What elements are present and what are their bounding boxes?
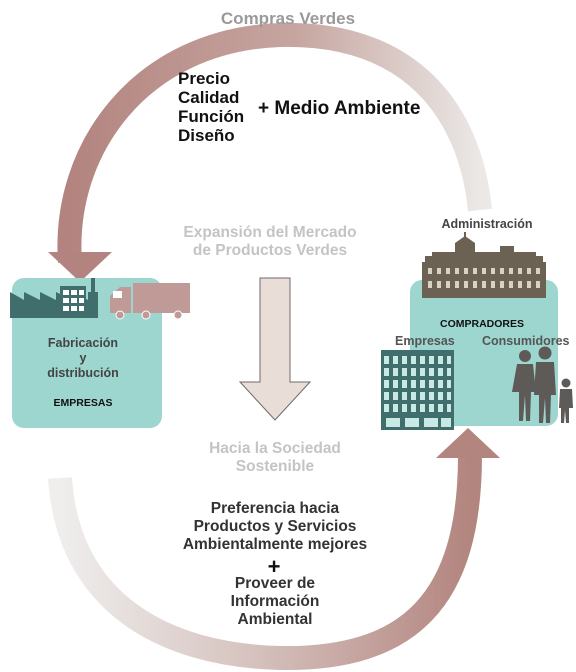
buyers-box xyxy=(381,232,573,430)
factory-icon xyxy=(10,278,98,318)
manufacturing-line-3: distribución xyxy=(47,366,119,380)
purchase-criteria-list: Precio Calidad Función Diseño xyxy=(178,69,244,145)
criterion-quality: Calidad xyxy=(178,88,240,107)
criterion-design: Diseño xyxy=(178,126,235,145)
preference-text: Preferencia hacia Productos y Servicios … xyxy=(155,500,395,554)
manufacturers-box xyxy=(10,278,190,428)
truck-icon xyxy=(110,283,190,320)
provide-line-2: Información xyxy=(230,593,320,610)
preference-line-1: Preferencia hacia xyxy=(210,500,340,517)
market-expansion-text: Expansión del Mercado de Productos Verde… xyxy=(160,224,380,260)
plus-sign: + xyxy=(267,554,281,579)
provide-line-3: Ambiental xyxy=(237,611,313,628)
family-icon xyxy=(512,346,573,423)
center-down-arrow xyxy=(238,277,312,421)
buyers-label: COMPRADORES xyxy=(439,318,524,330)
towards-line-2: Sostenible xyxy=(235,458,315,475)
sustainable-society-text: Hacia la Sociedad Sostenible xyxy=(180,440,370,476)
government-building-icon xyxy=(422,232,546,298)
provide-line-1: Proveer de xyxy=(234,575,316,592)
plus-environment: + Medio Ambiente xyxy=(258,98,421,119)
diagram-title: Compras Verdes xyxy=(220,9,356,28)
top-cycle-arrow xyxy=(48,22,492,282)
manufacturing-line-2: y xyxy=(79,351,87,365)
expansion-line-1: Expansión del Mercado xyxy=(183,224,357,241)
towards-line-1: Hacia la Sociedad xyxy=(209,440,341,457)
consumers-label: Consumidores xyxy=(482,334,570,348)
criterion-function: Función xyxy=(178,107,245,126)
administration-label: Administración xyxy=(441,217,533,231)
companies-label: EMPRESAS xyxy=(53,397,113,409)
office-building-icon xyxy=(381,350,454,430)
companies-buyer-label: Empresas xyxy=(395,334,455,348)
provide-info-text: Proveer de Información Ambiental xyxy=(190,575,360,629)
bottom-cycle-arrow xyxy=(48,428,500,671)
manufacturing-line-1: Fabricación xyxy=(47,336,119,350)
criterion-price: Precio xyxy=(178,69,230,88)
preference-line-3: Ambientalmente mejores xyxy=(182,536,368,553)
expansion-line-2: de Productos Verdes xyxy=(192,242,348,259)
preference-line-2: Productos y Servicios xyxy=(193,518,357,535)
manufacturing-label: Fabricación y distribución xyxy=(18,336,148,381)
